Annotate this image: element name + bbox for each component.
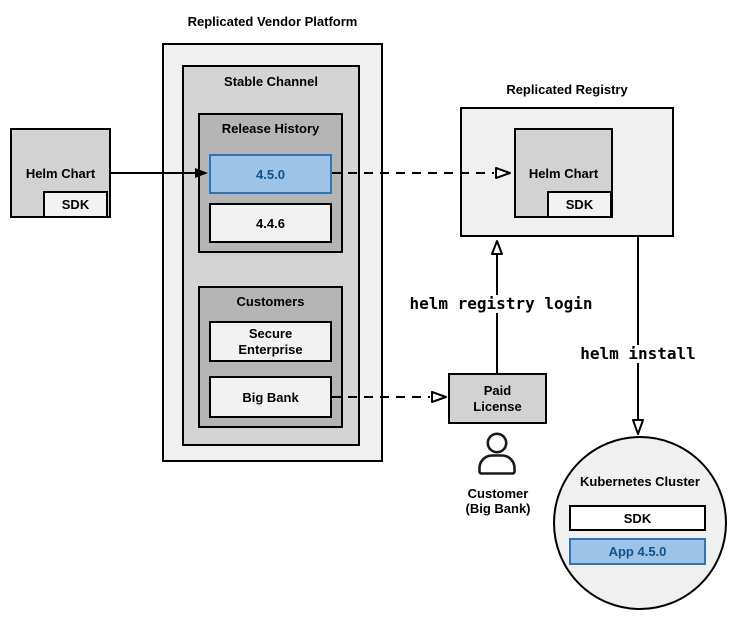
source-helm-chart-label: Helm Chart — [25, 165, 96, 181]
registry-sdk-box: SDK — [547, 191, 612, 218]
customer-caption-line2: (Big Bank) — [465, 501, 531, 516]
cluster-app-label: App 4.5.0 — [608, 544, 667, 559]
version-label: 4.5.0 — [256, 166, 285, 182]
customer-item-big-bank: Big Bank — [209, 376, 332, 418]
version-item-446: 4.4.6 — [209, 203, 332, 243]
person-icon — [478, 432, 516, 475]
source-sdk-label: SDK — [61, 197, 90, 212]
customer-item-secure-enterprise: Secure Enterprise — [209, 321, 332, 362]
stable-channel-label: Stable Channel — [224, 74, 318, 89]
cluster-sdk-label: SDK — [623, 510, 652, 526]
version-item-450: 4.5.0 — [209, 154, 332, 194]
customer-caption-line1: Customer — [467, 486, 529, 501]
source-sdk-box: SDK — [43, 191, 108, 218]
command-helm-install: helm install — [560, 345, 716, 363]
paid-license-box: Paid License — [448, 373, 547, 424]
command-helm-registry-login: helm registry login — [386, 295, 616, 313]
customer-item-label: Big Bank — [242, 389, 299, 405]
arrow-registry-to-cluster — [632, 237, 644, 435]
customer-item-label: Secure Enterprise — [238, 325, 303, 357]
registry-title: Replicated Registry — [506, 82, 628, 97]
cluster-sdk-box: SDK — [569, 505, 706, 531]
paid-license-label: Paid License — [473, 382, 522, 414]
platform-title: Replicated Vendor Platform — [187, 14, 358, 29]
release-history-label: Release History — [221, 121, 320, 136]
customer-caption: Customer (Big Bank) — [438, 486, 558, 516]
cluster-app-box: App 4.5.0 — [569, 538, 706, 565]
version-label: 4.4.6 — [256, 215, 285, 231]
customers-label: Customers — [236, 294, 305, 309]
registry-sdk-label: SDK — [565, 197, 594, 212]
registry-helm-chart-label: Helm Chart — [528, 165, 599, 181]
kubernetes-cluster-title: Kubernetes Cluster — [580, 474, 700, 489]
